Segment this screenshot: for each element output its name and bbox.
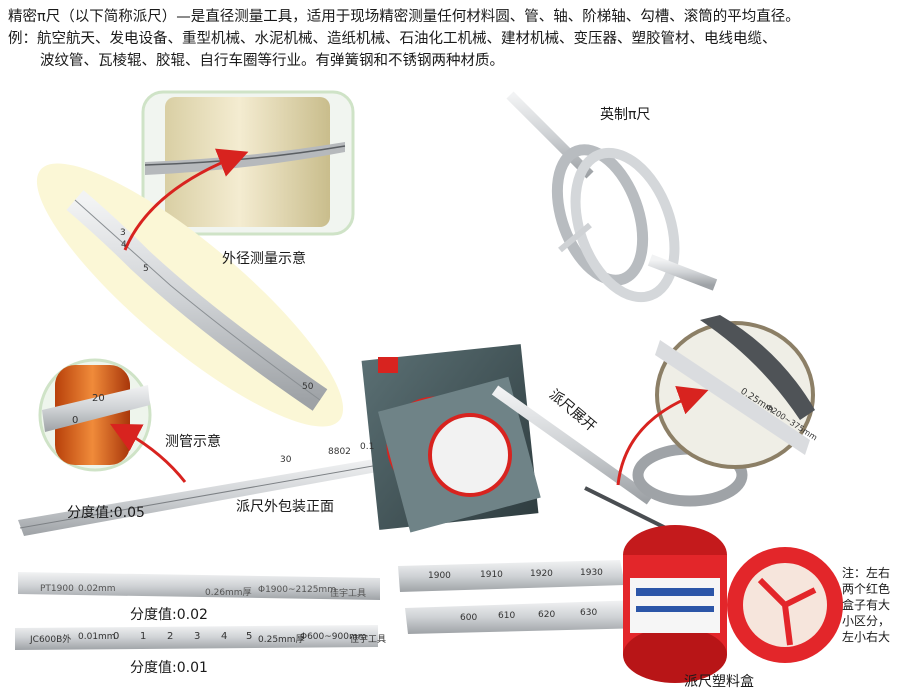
ruler-002 — [18, 572, 380, 600]
ruler-001-num: 2 — [167, 631, 174, 642]
ruler-right-bottom-num: 610 — [498, 611, 516, 621]
ruler-001-range: Φ600~900mm — [300, 632, 367, 642]
pipe-ruler-num: 0 — [72, 415, 79, 426]
pipe-ruler-num: 20 — [92, 393, 105, 404]
caption-outer-diameter: 外径测量示意 — [222, 251, 306, 267]
ruler-001-brand: 佳宇工具 — [350, 635, 387, 645]
outer-diameter-zoom — [141, 90, 355, 236]
outer-arrow — [123, 148, 249, 251]
ruler-001-left2: 0.01mm — [78, 632, 116, 642]
ruler-002-range: Φ1900~2125mm — [258, 585, 336, 595]
big-ruler-tick: 8802 — [328, 447, 351, 457]
caption-division-001: 分度值:0.01 — [130, 660, 208, 676]
ruler-zoom — [655, 315, 815, 469]
ruler-001-num: 3 — [194, 631, 201, 642]
caption-pipe: 测管示意 — [165, 434, 221, 450]
intro-line-2: 例：航空航天、发电设备、重型机械、水泥机械、造纸机械、石油化工机械、建材机械、变… — [8, 31, 777, 47]
ruler-right-bottom-num: 600 — [460, 613, 478, 623]
box-note-line: 左小右大 — [842, 630, 891, 644]
box-note: 注：左右 两个红色 盒子有大 小区分， 左小右大 — [842, 565, 900, 645]
long-ruler — [18, 458, 388, 536]
package-illustration — [361, 344, 541, 533]
ruler-001-num: 5 — [246, 631, 253, 642]
diag-ruler-num: 3 — [120, 228, 126, 238]
big-ruler-tick: 0.1 — [360, 442, 375, 452]
ruler-002-left2: 0.02mm — [78, 584, 116, 594]
box-note-line: 两个红色 — [842, 582, 891, 596]
diag-ruler-num: 4 — [121, 240, 127, 250]
ruler-right-top-num: 1920 — [530, 569, 553, 579]
box-note-line: 注：左右 — [842, 566, 891, 580]
caption-division-005: 分度值:0.05 — [67, 505, 145, 521]
ruler-right-bottom-num: 630 — [580, 608, 598, 618]
box-note-line: 盒子有大 — [842, 598, 891, 612]
ruler-001-num: 1 — [140, 631, 147, 642]
diag-ruler-num: 5 — [143, 264, 149, 274]
ruler-001-mid: 0.25mm厚 — [258, 635, 305, 645]
ruler-001 — [15, 625, 378, 650]
pipe-zoom — [38, 358, 152, 472]
plastic-boxes — [623, 525, 843, 683]
ruler-001-num: 0 — [113, 631, 120, 642]
ruler-002-left: PT1900 — [40, 584, 74, 594]
intro-text: 精密π尺（以下简称派尺）—是直径测量工具，适用于现场精密测量任何材料圆、管、轴、… — [8, 6, 893, 72]
caption-division-002: 分度值:0.02 — [130, 607, 208, 623]
ruler-right-top-num: 1900 — [428, 571, 451, 581]
intro-line-3: 波纹管、瓦棱辊、胶辊、自行车圈等行业。有弹簧钢和不锈钢两种材质。 — [40, 53, 504, 69]
big-ruler-tick: 30 — [280, 455, 292, 465]
ruler-002-mid: 0.26mm厚 — [205, 588, 252, 598]
intro-line-1: 精密π尺（以下简称派尺）—是直径测量工具，适用于现场精密测量任何材料圆、管、轴、… — [8, 9, 800, 25]
ruler-002-brand: 佳宇工具 — [330, 589, 367, 599]
caption-package-front: 派尺外包装正面 — [236, 499, 334, 515]
imperial-tape-illustration — [506, 91, 718, 303]
caption-plastic-box: 派尺塑料盒 — [684, 674, 754, 690]
ruler-right-top-num: 1910 — [480, 570, 503, 580]
diagonal-ruler — [36, 163, 344, 427]
ruler-001-num: 4 — [221, 631, 228, 642]
ruler-right-top-num: 1930 — [580, 568, 603, 578]
box-note-line: 小区分， — [842, 614, 891, 628]
ruler-001-left: JC600B外 — [30, 635, 72, 645]
ruler-right-bottom-num: 620 — [538, 610, 556, 620]
pipe-arrow — [110, 423, 187, 483]
diag-ruler-num: 50 — [302, 382, 314, 392]
caption-imperial-tape: 英制π尺 — [600, 107, 651, 123]
unrolled-arrow — [616, 386, 709, 486]
ruler-right-pair — [398, 560, 645, 634]
